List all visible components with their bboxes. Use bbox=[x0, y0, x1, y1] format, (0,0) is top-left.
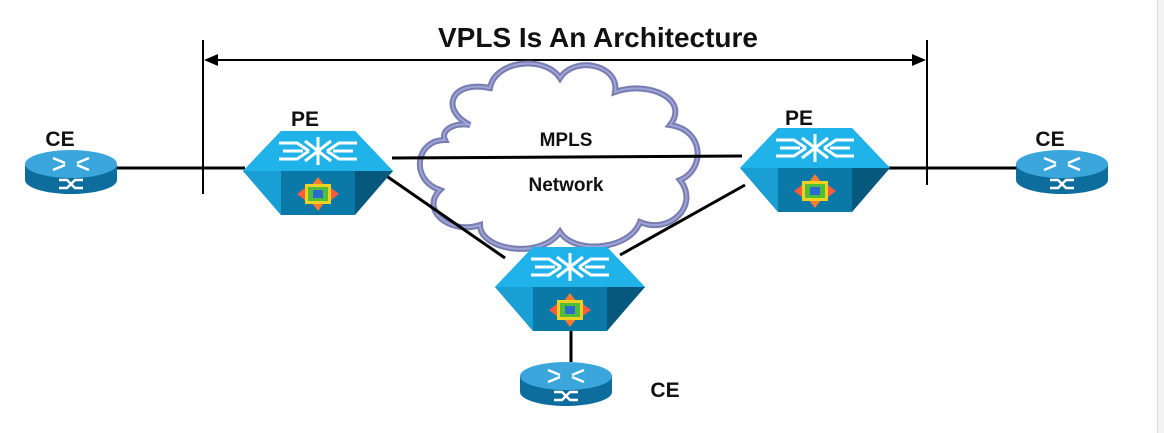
link-pe-left-pe-right bbox=[391, 154, 743, 160]
arrow-left-head-icon bbox=[204, 54, 218, 66]
page-right-border bbox=[1157, 0, 1164, 433]
pe-bottom-switch-icon[interactable] bbox=[493, 245, 647, 333]
cloud-label-mpls: MPLS bbox=[540, 130, 593, 151]
link-pe-left-pe-bottom bbox=[384, 173, 506, 260]
links bbox=[110, 154, 1020, 362]
cloud-label-network: Network bbox=[529, 175, 604, 196]
pe-right-label: PE bbox=[785, 107, 813, 130]
link-pe-right-pe-bottom bbox=[619, 183, 746, 257]
ce-bottom-router-icon[interactable] bbox=[518, 360, 614, 408]
pe-right-switch-icon[interactable] bbox=[738, 126, 892, 214]
diagram-title: VPLS Is An Architecture bbox=[438, 22, 758, 53]
pe-left-label: PE bbox=[291, 108, 319, 131]
arrow-right-head-icon bbox=[912, 54, 926, 66]
ce-left-label: CE bbox=[45, 128, 74, 151]
ce-bottom-label: CE bbox=[650, 379, 679, 402]
ce-right-router-icon[interactable] bbox=[1014, 148, 1110, 196]
ce-left-router-icon[interactable] bbox=[23, 148, 119, 196]
ce-right-label: CE bbox=[1035, 128, 1064, 151]
pe-left-switch-icon[interactable] bbox=[241, 129, 395, 217]
